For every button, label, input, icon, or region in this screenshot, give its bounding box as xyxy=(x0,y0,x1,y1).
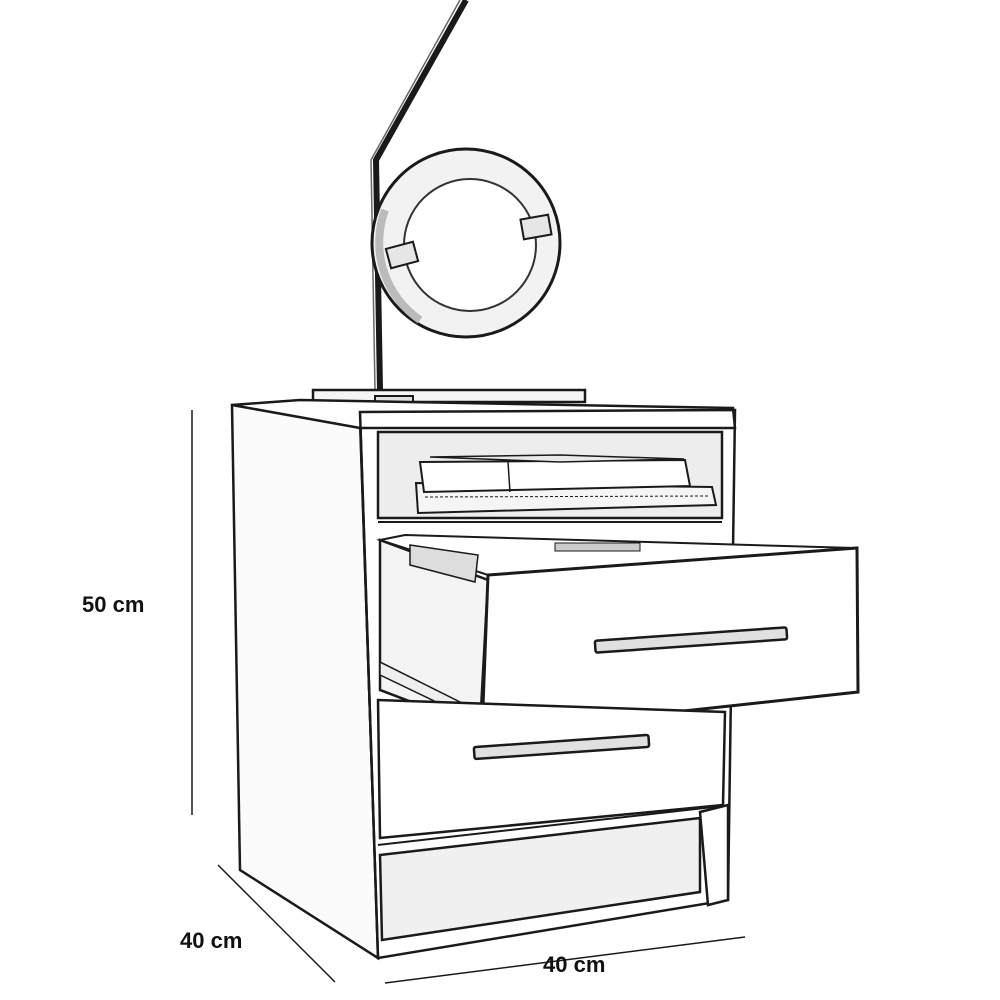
book-pages-line xyxy=(424,495,711,498)
lamp-arm xyxy=(373,0,469,391)
book-top xyxy=(429,454,685,463)
height-label: 50 cm xyxy=(82,592,145,617)
lamp-shade-shading xyxy=(375,208,423,324)
cabinet-edge xyxy=(359,427,379,959)
dimension-lines xyxy=(191,410,746,984)
base-leg xyxy=(698,803,730,907)
drawer-contents-item xyxy=(554,542,641,552)
open-drawer xyxy=(376,533,860,735)
lamp-shade-inner xyxy=(403,178,537,312)
closed-drawer xyxy=(376,698,727,840)
cabinet-base xyxy=(377,803,730,942)
width-dimension-line xyxy=(384,936,746,984)
cabinet-side-panel xyxy=(230,403,380,961)
width-label: 40 cm xyxy=(543,952,606,977)
lamp-arm-inner xyxy=(370,0,461,391)
base-opening xyxy=(378,816,702,942)
lamp-clip-right xyxy=(519,213,553,241)
drawer-contents xyxy=(409,544,479,583)
closed-drawer-front xyxy=(376,698,727,840)
open-drawer-handle[interactable] xyxy=(593,626,789,654)
depth-label: 40 cm xyxy=(180,928,243,953)
lamp-clip-left xyxy=(384,240,420,270)
books xyxy=(414,454,718,515)
desk-lamp xyxy=(311,0,587,409)
closed-drawer-handle[interactable] xyxy=(472,733,651,761)
depth-dimension-line xyxy=(217,864,336,983)
base-front-edge xyxy=(377,805,723,846)
book-middle xyxy=(418,458,692,494)
book-middle-spine xyxy=(507,461,511,493)
